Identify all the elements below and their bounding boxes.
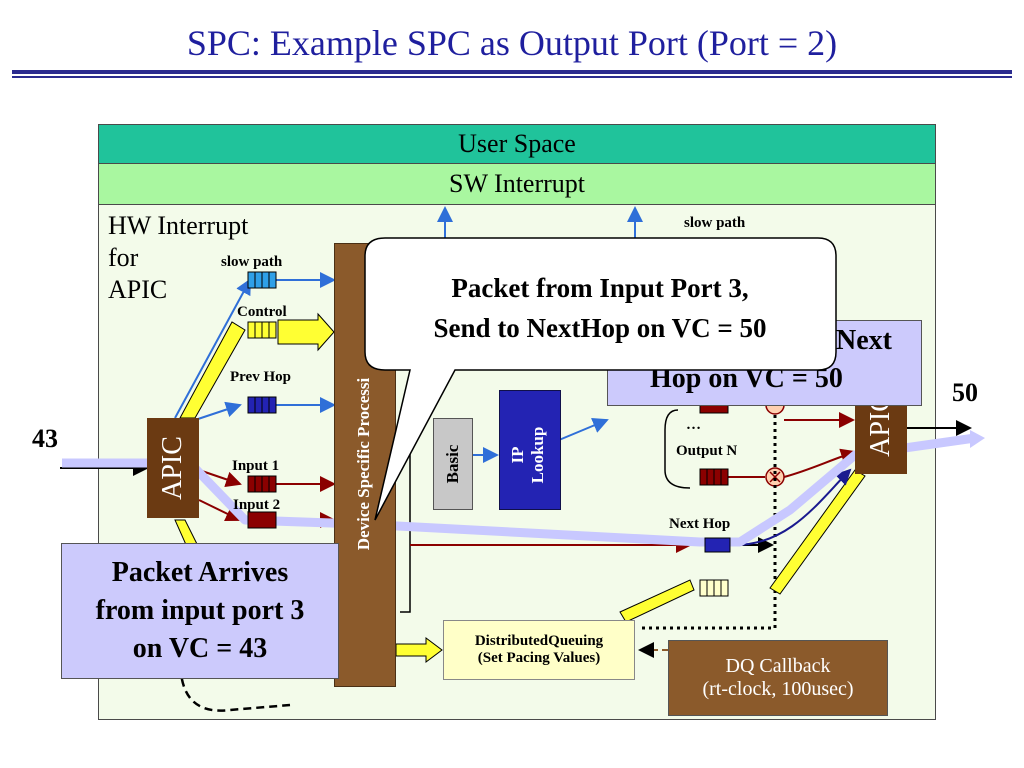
prev-hop-arrow xyxy=(194,401,242,421)
title-rule xyxy=(12,70,1012,74)
send-packet-line-2: Send to NextHop on VC = 50 xyxy=(433,313,767,343)
queue-control-icon xyxy=(247,321,277,339)
queue-label-input-1: Input 1 xyxy=(232,458,280,474)
hw-label-line-1: HW Interrupt xyxy=(108,211,249,240)
slow-path-arrow xyxy=(174,278,251,419)
page-title: SPC: Example SPC as Output Port (Port = … xyxy=(186,23,838,63)
basic-block: Basic xyxy=(433,418,473,510)
packet-arrives-callout: Packet Arrives from input port 3 on VC =… xyxy=(61,543,339,679)
queue-label-ellipsis: … xyxy=(686,417,701,433)
next-hop-partial-line-1: Next xyxy=(836,325,892,356)
send-packet-line-1: Packet from Input Port 3, xyxy=(451,273,749,303)
queue-slow-path-left-icon xyxy=(247,271,277,289)
queue-label-slow-path-right: slow path xyxy=(684,215,746,231)
queue-label-control: Control xyxy=(237,304,287,320)
packet-path-highlight xyxy=(62,433,976,547)
send-packet-callout: Packet from Input Port 3, Send to NextHo… xyxy=(365,268,835,348)
input2-arrow xyxy=(198,499,242,522)
hw-label-line-3: APIC xyxy=(108,275,168,304)
queue-label-prev-hop: Prev Hop xyxy=(230,369,291,385)
queue-label-output-n: Output N xyxy=(676,443,738,459)
dq-callback-block: DQ Callback (rt-clock, 100usec) xyxy=(668,640,888,716)
hw-label-line-2: for xyxy=(108,243,139,272)
queue-label-slow-path-left: slow path xyxy=(221,254,283,270)
apic-left-block: APIC xyxy=(147,418,199,518)
queue-dq-yellow-icon xyxy=(699,579,729,597)
input-vc-label: 43 xyxy=(32,424,58,453)
dq-callback-line-2: (rt-clock, 100usec) xyxy=(702,678,854,700)
queue-next-hop-icon xyxy=(704,537,731,553)
packet-arrives-line-2: from input port 3 xyxy=(95,595,305,626)
packet-arrives-line-1: Packet Arrives xyxy=(111,557,289,588)
queue-label-next-hop: Next Hop xyxy=(669,516,731,532)
hw-interrupt-label: HW Interrupt for APIC xyxy=(108,210,248,306)
queue-prev-hop-icon xyxy=(247,396,277,414)
queue-output-n-icon xyxy=(699,468,729,486)
queue-input-1-icon xyxy=(247,475,277,493)
queue-label-input-2: Input 2 xyxy=(233,497,281,513)
output-vc-label: 50 xyxy=(952,378,978,407)
dq-line-1: DistributedQueuing xyxy=(474,633,604,649)
queue-input-2-icon xyxy=(247,511,277,529)
dq-line-2: (Set Pacing Values) xyxy=(477,650,601,666)
packet-arrives-line-3: on VC = 43 xyxy=(132,633,268,664)
sw-interrupt-layer: SW Interrupt xyxy=(98,163,936,205)
title-rule-thin xyxy=(12,76,1012,78)
user-space-layer: User Space xyxy=(98,124,936,164)
ip-lookup-block: IP Lookup xyxy=(499,390,561,510)
distributed-queuing-block: DistributedQueuing (Set Pacing Values) xyxy=(443,620,635,680)
dq-dotted-line xyxy=(640,415,777,630)
input1-arrow xyxy=(198,469,242,488)
dq-callback-line-1: DQ Callback xyxy=(725,655,831,677)
